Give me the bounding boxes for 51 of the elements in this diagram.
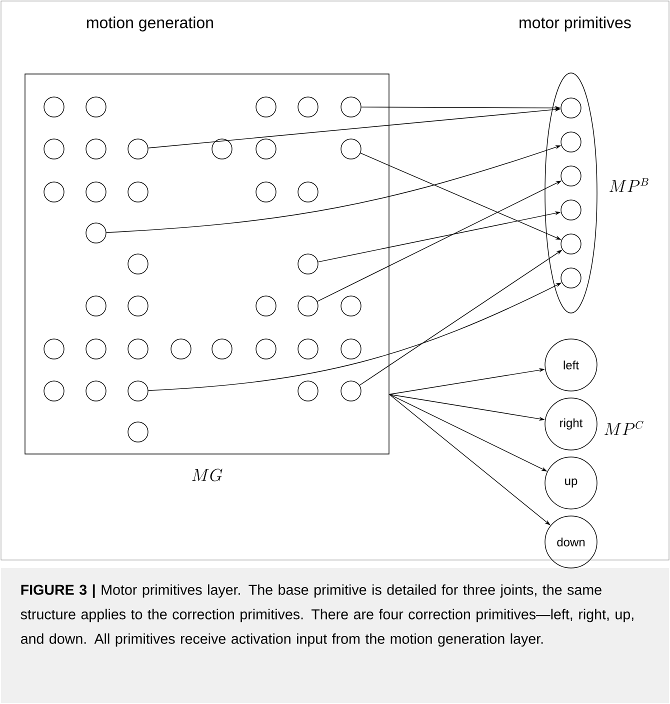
unit-circle	[560, 234, 582, 254]
node-label: $MG$	[192, 468, 222, 482]
unit-circle	[128, 296, 148, 316]
module-box: $MG$	[24, 74, 390, 482]
unit-circle	[44, 96, 64, 118]
unit-circle	[340, 138, 362, 160]
unit-circle	[86, 182, 106, 202]
unit-circle	[298, 96, 318, 118]
unit-circle	[44, 338, 64, 360]
unit-circle	[128, 254, 148, 274]
unit-circle	[170, 338, 192, 360]
unit-circle	[86, 296, 106, 316]
unit-circle	[340, 380, 362, 402]
unit-circle	[212, 138, 232, 160]
unit-circle	[340, 296, 362, 316]
unit-circle	[212, 338, 232, 360]
unit-circle	[298, 338, 318, 360]
unit-circle	[560, 200, 582, 220]
unit-circle	[44, 380, 64, 402]
unit-circle	[128, 380, 148, 402]
section-title: motor primitives	[520, 16, 631, 32]
unit-circle	[256, 96, 276, 118]
unit-circle	[298, 182, 318, 202]
unit-circle	[340, 96, 362, 118]
unit-circle	[128, 338, 148, 360]
unit-circle	[560, 166, 582, 186]
unit-circle	[128, 138, 148, 160]
caption: FIGURE 3 | Motor primitives layer. The base primitive is detailed for three joints, the same structure applies to the correction primitives. There are four correction primitives—left, right, up, and down. All primitives receive activation input from the motion generation layer.	[20, 584, 634, 647]
unit-circle	[256, 182, 276, 202]
unit-circle	[44, 182, 64, 202]
unit-circle	[44, 138, 64, 160]
unit-circle	[128, 182, 148, 202]
unit-circle	[256, 338, 276, 360]
section-title: motion generation	[87, 16, 213, 32]
unit-circle	[298, 254, 318, 274]
unit-circle	[86, 138, 106, 160]
unit-circle	[256, 138, 276, 160]
group-label: $MP^{C}$	[604, 420, 644, 435]
unit-circle	[86, 338, 106, 360]
unit-circle	[560, 268, 582, 288]
unit-circle	[128, 422, 148, 442]
unit-circle	[560, 98, 582, 118]
unit-circle	[298, 296, 318, 316]
unit-circle	[560, 132, 582, 152]
unit-circle	[86, 380, 106, 402]
unit-circle	[340, 338, 362, 360]
node-label: $MP^{B}$	[610, 178, 648, 192]
unit-circle	[256, 296, 276, 316]
unit-circle	[86, 222, 106, 244]
unit-circle	[298, 380, 318, 402]
unit-circle	[86, 96, 106, 118]
